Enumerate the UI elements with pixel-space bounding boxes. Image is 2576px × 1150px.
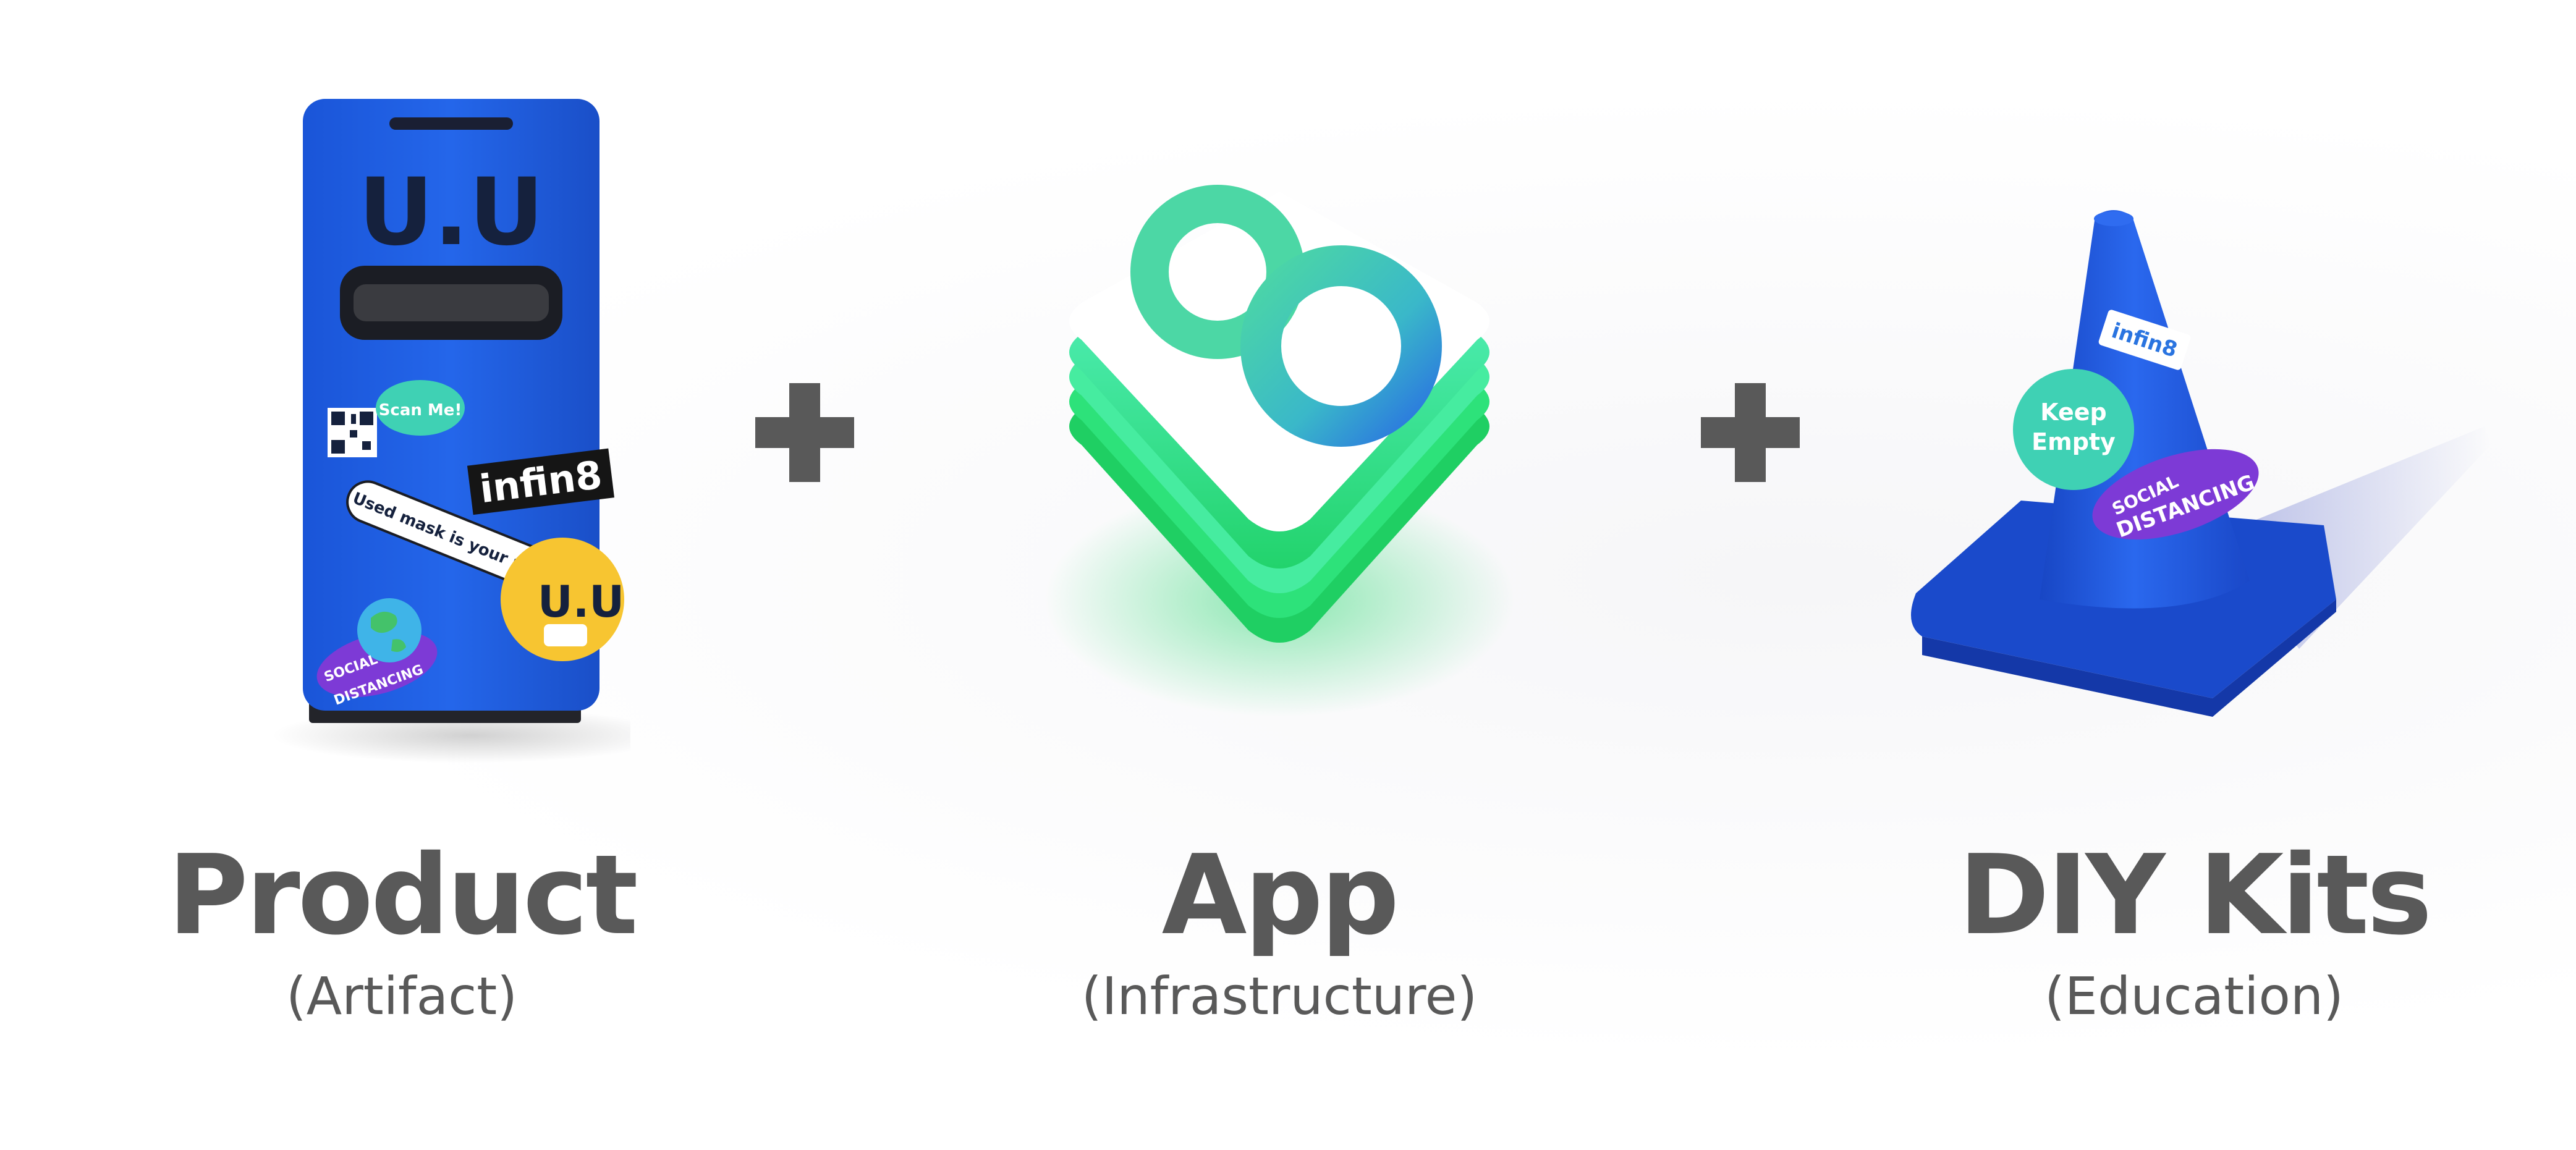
app-logo-icon bbox=[1130, 185, 1442, 447]
svg-text:Scan Me!: Scan Me! bbox=[379, 401, 462, 420]
diy-kits-subheading: (Education) bbox=[2044, 966, 2344, 1026]
plus-icon bbox=[1701, 383, 1800, 482]
product-subheading: (Artifact) bbox=[286, 966, 517, 1026]
app-heading: App bbox=[1161, 831, 1400, 959]
keep-empty-sticker: Keep Empty bbox=[2013, 369, 2134, 490]
scan-me-sticker: Scan Me! bbox=[376, 380, 465, 436]
emoji-sticker: U.U bbox=[501, 538, 624, 661]
svg-text:U.U: U.U bbox=[538, 577, 624, 627]
product-heading: Product bbox=[167, 831, 638, 959]
mask-bin-illustration: U.U Scan Me! infin8 bbox=[272, 99, 630, 763]
diy-kits-heading: DIY Kits bbox=[1958, 831, 2433, 959]
infin8-sticker: infin8 bbox=[467, 448, 614, 515]
svg-text:Keep: Keep bbox=[2040, 399, 2107, 426]
svg-text:Empty: Empty bbox=[2032, 428, 2116, 455]
app-subheading: (Infrastructure) bbox=[1081, 966, 1478, 1026]
plus-icon bbox=[755, 383, 854, 482]
face-text: U.U bbox=[358, 159, 544, 266]
product-column: U.U Scan Me! infin8 bbox=[62, 0, 742, 1150]
diy-kits-column: infin8 Keep Empty SOCIAL DISTANCING DIY … bbox=[1866, 0, 2522, 1150]
qr-code-icon bbox=[328, 408, 377, 457]
app-logo-illustration bbox=[1044, 185, 1514, 717]
app-column: App (Infrastructure) bbox=[939, 0, 1619, 1150]
traffic-cone-illustration: infin8 Keep Empty SOCIAL DISTANCING bbox=[1911, 210, 2491, 717]
social-distancing-sticker: SOCIAL DISTANCING bbox=[316, 598, 438, 709]
cone-social-distancing-sticker: SOCIAL DISTANCING bbox=[2092, 449, 2259, 543]
